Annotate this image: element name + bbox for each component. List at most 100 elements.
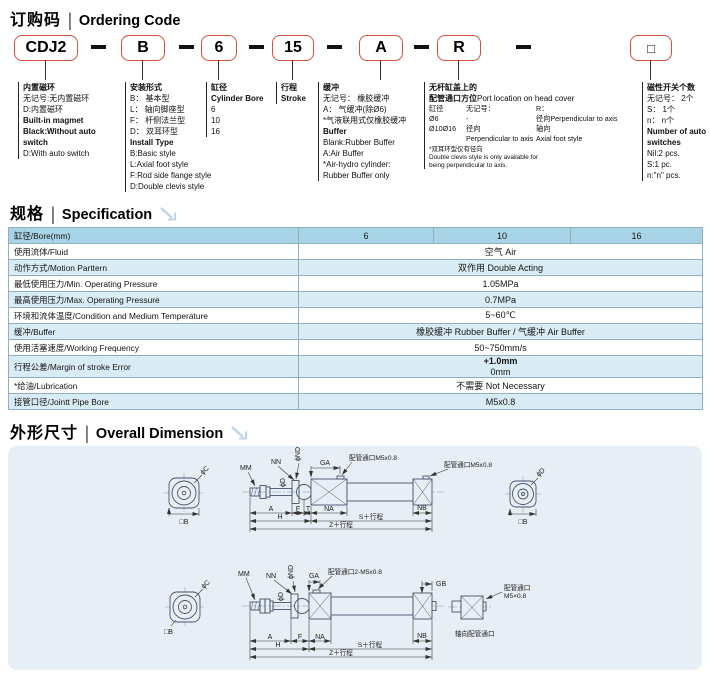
code-box-series: CDJ2 (14, 35, 78, 61)
spec-row-label: 最低使用压力/Min. Operating Pressure (8, 275, 299, 292)
text-line: Buffer (323, 127, 347, 136)
grid-cell: Ø6 (429, 114, 439, 123)
spec-row-label: 动作方式/Motion Parttern (8, 259, 299, 276)
text-line: A:Air Buffer (323, 149, 364, 158)
spec-table-row: 环境和流体温度/Condition and Medium Temperature… (8, 307, 703, 324)
dim-label-H-1: H (277, 514, 282, 521)
port-location-title1: 无杆缸盖上的 (429, 83, 477, 92)
code-separator-dash (249, 45, 264, 49)
detail-port-label-line2: M5×0.8 (504, 593, 527, 600)
text-line: n： n个 (647, 116, 675, 125)
text-line: *双耳环型仅有径向 (429, 146, 483, 153)
port-label-head-1: 配管通口M5x0.8 (349, 453, 397, 462)
spec-row-label: 缸径/Bore(mm) (8, 227, 299, 244)
grid-cell (429, 134, 466, 144)
dimension-title-zh: 外形尺寸 (10, 425, 79, 442)
dim-label-NN-2: NN (266, 573, 276, 580)
text-line: L： 轴向脚座型 (130, 105, 185, 114)
grid-cell: R： (536, 104, 549, 113)
spec-row-label: 环境和流体温度/Condition and Medium Temperature (8, 307, 299, 324)
spec-row-value: 1.05MPa (298, 275, 703, 292)
grid-cell: - (466, 114, 469, 123)
grid-cell: Axial foot style (536, 134, 583, 143)
spec-row-value: 10 (433, 227, 571, 244)
text-line: n:"n" pcs. (647, 171, 681, 180)
text-line: Blank:Rubber Buffer (323, 138, 395, 147)
spec-row-value: 6 (298, 227, 434, 244)
section-arrow-icon (231, 426, 248, 440)
dim-label-MM-1: MM (240, 465, 252, 472)
dim-label-F-1: F (296, 506, 300, 513)
dimension-section-title: 外形尺寸 | Overall Dimension (10, 419, 250, 444)
legend-port-location: 无杆缸盖上的 配管通口方位Port location on head cover… (424, 82, 625, 170)
dim-label-phiND-2: ϕND (288, 565, 295, 579)
dim-label-S-stroke-2: S＋行程 (358, 640, 383, 649)
spec-row-value: 双作用 Double Acting (298, 259, 703, 276)
grid-cell: 径向Perpendicular to axis (536, 114, 618, 123)
grid-cell: Perpendicular to axis (466, 134, 534, 143)
dim-label-T-1: T (306, 506, 311, 513)
text-line: 磁性开关个数 (647, 83, 695, 92)
code-box-stroke: 15 (272, 35, 314, 61)
dimension-panel: ϕC □B MM NN ϕND ϕD GA 配管通口M5x0.8 配管通口M5x… (8, 446, 702, 670)
text-line: 16 (211, 127, 220, 136)
dim-label-MM-2: MM (238, 571, 250, 578)
dim-label-H-2: H (275, 642, 280, 649)
dim-label-sqB-1: □B (180, 519, 189, 526)
text-line: F： 杆侧法兰型 (130, 116, 186, 125)
spec-title-en: Specification (61, 207, 153, 223)
text-line: A： 气缓冲(除Ø6) (323, 105, 387, 114)
spec-row-value: 橡胶缓冲 Rubber Buffer / 气缓冲 Air Buffer (298, 323, 703, 340)
text-line: D： 双耳环型 (130, 127, 178, 136)
spec-title-zh: 规格 (10, 206, 45, 223)
text-line: 10 (211, 116, 220, 125)
dim-label-sqB-rear-1: □B (519, 519, 528, 526)
ordering-section-title: 订购码 | Ordering Code (10, 6, 180, 30)
detail-caption: 轴向配管通口 (455, 629, 495, 638)
code-separator-dash (327, 45, 342, 49)
code-box-auto-switch: □ (630, 35, 672, 61)
text-line: 缸径 (211, 83, 227, 92)
dim-label-Z-stroke-1: Z＋行程 (329, 520, 353, 529)
spec-row-value: 50~750mm/s (298, 339, 703, 356)
text-line: D:内置磁环 (23, 105, 63, 114)
grid-cell: 径向 (466, 124, 481, 133)
text-line: F:Rod side flange style (130, 171, 212, 180)
text-line: B： 基本型 (130, 94, 170, 103)
dim-label-GB-2: GB (436, 581, 446, 588)
dim-label-NA-2: NA (315, 634, 325, 641)
drawing-top: ϕC □B MM NN ϕND ϕD GA 配管通口M5x0.8 配管通口M5x… (164, 447, 547, 532)
code-box-port: R (437, 35, 481, 61)
text-line: B:Basic style (130, 149, 176, 158)
spec-row-value: 0.7MPa (298, 291, 703, 308)
text-line: switch (23, 138, 48, 147)
text-line: 6 (211, 105, 216, 114)
text-line: 安装形式 (130, 83, 162, 92)
connector-line (292, 60, 293, 80)
code-separator-dash (414, 45, 429, 49)
port-label-rear-1: 配管通口M5x0.8 (444, 460, 492, 469)
port-location-title2-zh: 配管通口方位 (429, 94, 477, 103)
dim-label-NB-1: NB (417, 505, 427, 512)
dim-label-A-1: A (269, 506, 274, 513)
dim-label-NN-1: NN (271, 459, 281, 466)
code-box-mount: B (121, 35, 165, 61)
code-separator-dash (91, 45, 106, 49)
spec-row-label: 使用流体/Fluid (8, 243, 299, 260)
spec-row-value: 5~60℃ (298, 307, 703, 324)
spec-row-label: 最高使用压力/Max. Operating Pressure (8, 291, 299, 308)
connector-line (380, 60, 381, 80)
dimension-title-en: Overall Dimension (95, 426, 224, 442)
spec-row-label: 缓冲/Buffer (8, 323, 299, 340)
dim-label-S-stroke-1: S＋行程 (359, 512, 384, 521)
text-line: 缓冲 (323, 83, 339, 92)
connector-line (650, 60, 651, 80)
